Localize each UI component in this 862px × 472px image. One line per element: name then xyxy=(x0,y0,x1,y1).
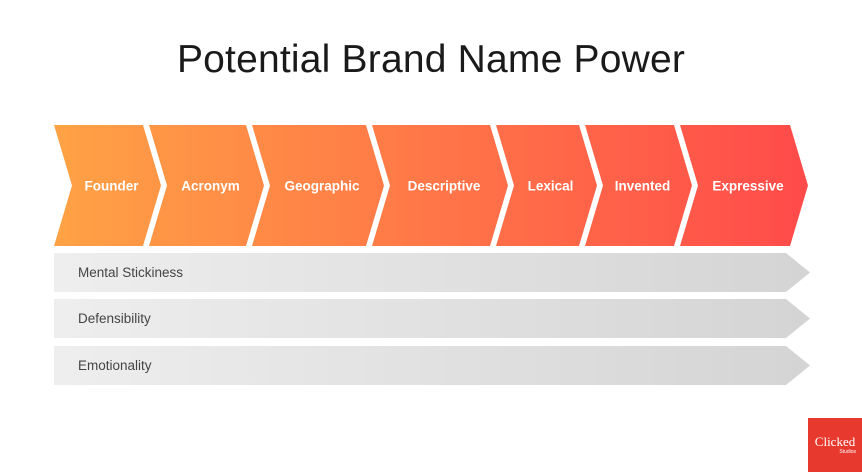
clicked-studios-logo: Clicked Studios xyxy=(808,418,862,472)
attribute-bar-label: Defensibility xyxy=(78,310,151,326)
attribute-bar-1 xyxy=(54,253,810,292)
stage-chevron-expressive xyxy=(680,125,808,246)
stage-chevron-invented xyxy=(585,125,692,246)
logo-subtext: Studios xyxy=(839,449,856,455)
logo-text: Clicked xyxy=(814,434,856,449)
page-title: Potential Brand Name Power xyxy=(176,38,686,81)
stage-chevron-descriptive xyxy=(372,125,508,246)
attribute-bar-3 xyxy=(54,346,810,385)
attribute-bars xyxy=(54,253,810,385)
stage-chevrons: Founder Acronym Geographic Descriptive Lexic… xyxy=(54,125,808,246)
stage-label-descriptive: Descriptive xyxy=(408,179,481,194)
attribute-bar-2 xyxy=(54,299,810,338)
attribute-bar-label: Emotionality xyxy=(78,357,152,373)
stage-chevron-lexical xyxy=(496,125,597,246)
stage-label-invented: Invented xyxy=(615,179,671,194)
stage-label-expressive: Expressive xyxy=(712,179,784,194)
stage-chevron-geographic xyxy=(252,125,384,246)
stage-chevron-acronym xyxy=(149,125,264,246)
stage-chevron-founder xyxy=(54,125,161,246)
stage-label-lexical: Lexical xyxy=(528,179,574,194)
stage-label-geographic: Geographic xyxy=(284,179,360,194)
stage-label-founder: Founder xyxy=(85,179,140,194)
attribute-bar-label: Mental Stickiness xyxy=(78,264,184,280)
stage-label-acronym: Acronym xyxy=(181,179,240,194)
